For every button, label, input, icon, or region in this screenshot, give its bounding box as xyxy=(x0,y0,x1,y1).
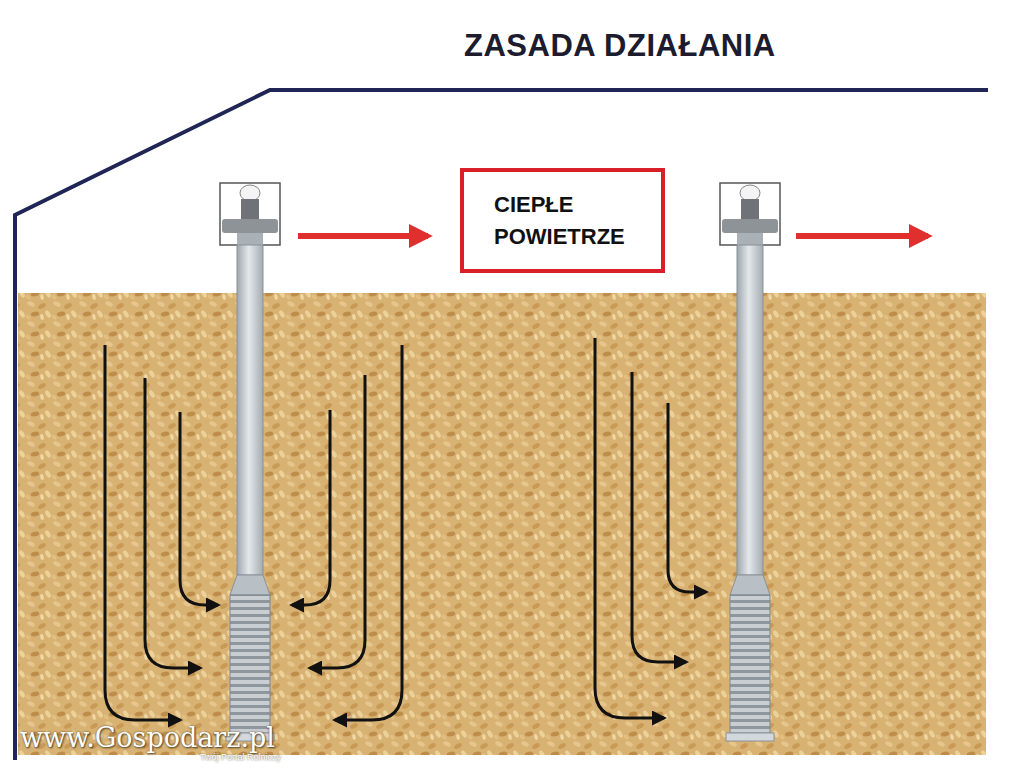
air-flow-arrows xyxy=(105,338,706,720)
watermark: www.Gospodarz.pl xyxy=(20,722,275,753)
callout-box: CIEPŁE POWIETRZE xyxy=(460,168,665,273)
watermark-tagline: Twój Portal Rolniczy xyxy=(200,752,281,762)
diagram-title: ZASADA DZIAŁANIA xyxy=(464,28,776,64)
aerator-tube xyxy=(720,183,780,741)
callout-text: CIEPŁE POWIETRZE xyxy=(494,189,634,253)
grain-bed xyxy=(18,293,986,755)
aerator-tube xyxy=(220,183,280,741)
silo-outline xyxy=(15,90,988,760)
